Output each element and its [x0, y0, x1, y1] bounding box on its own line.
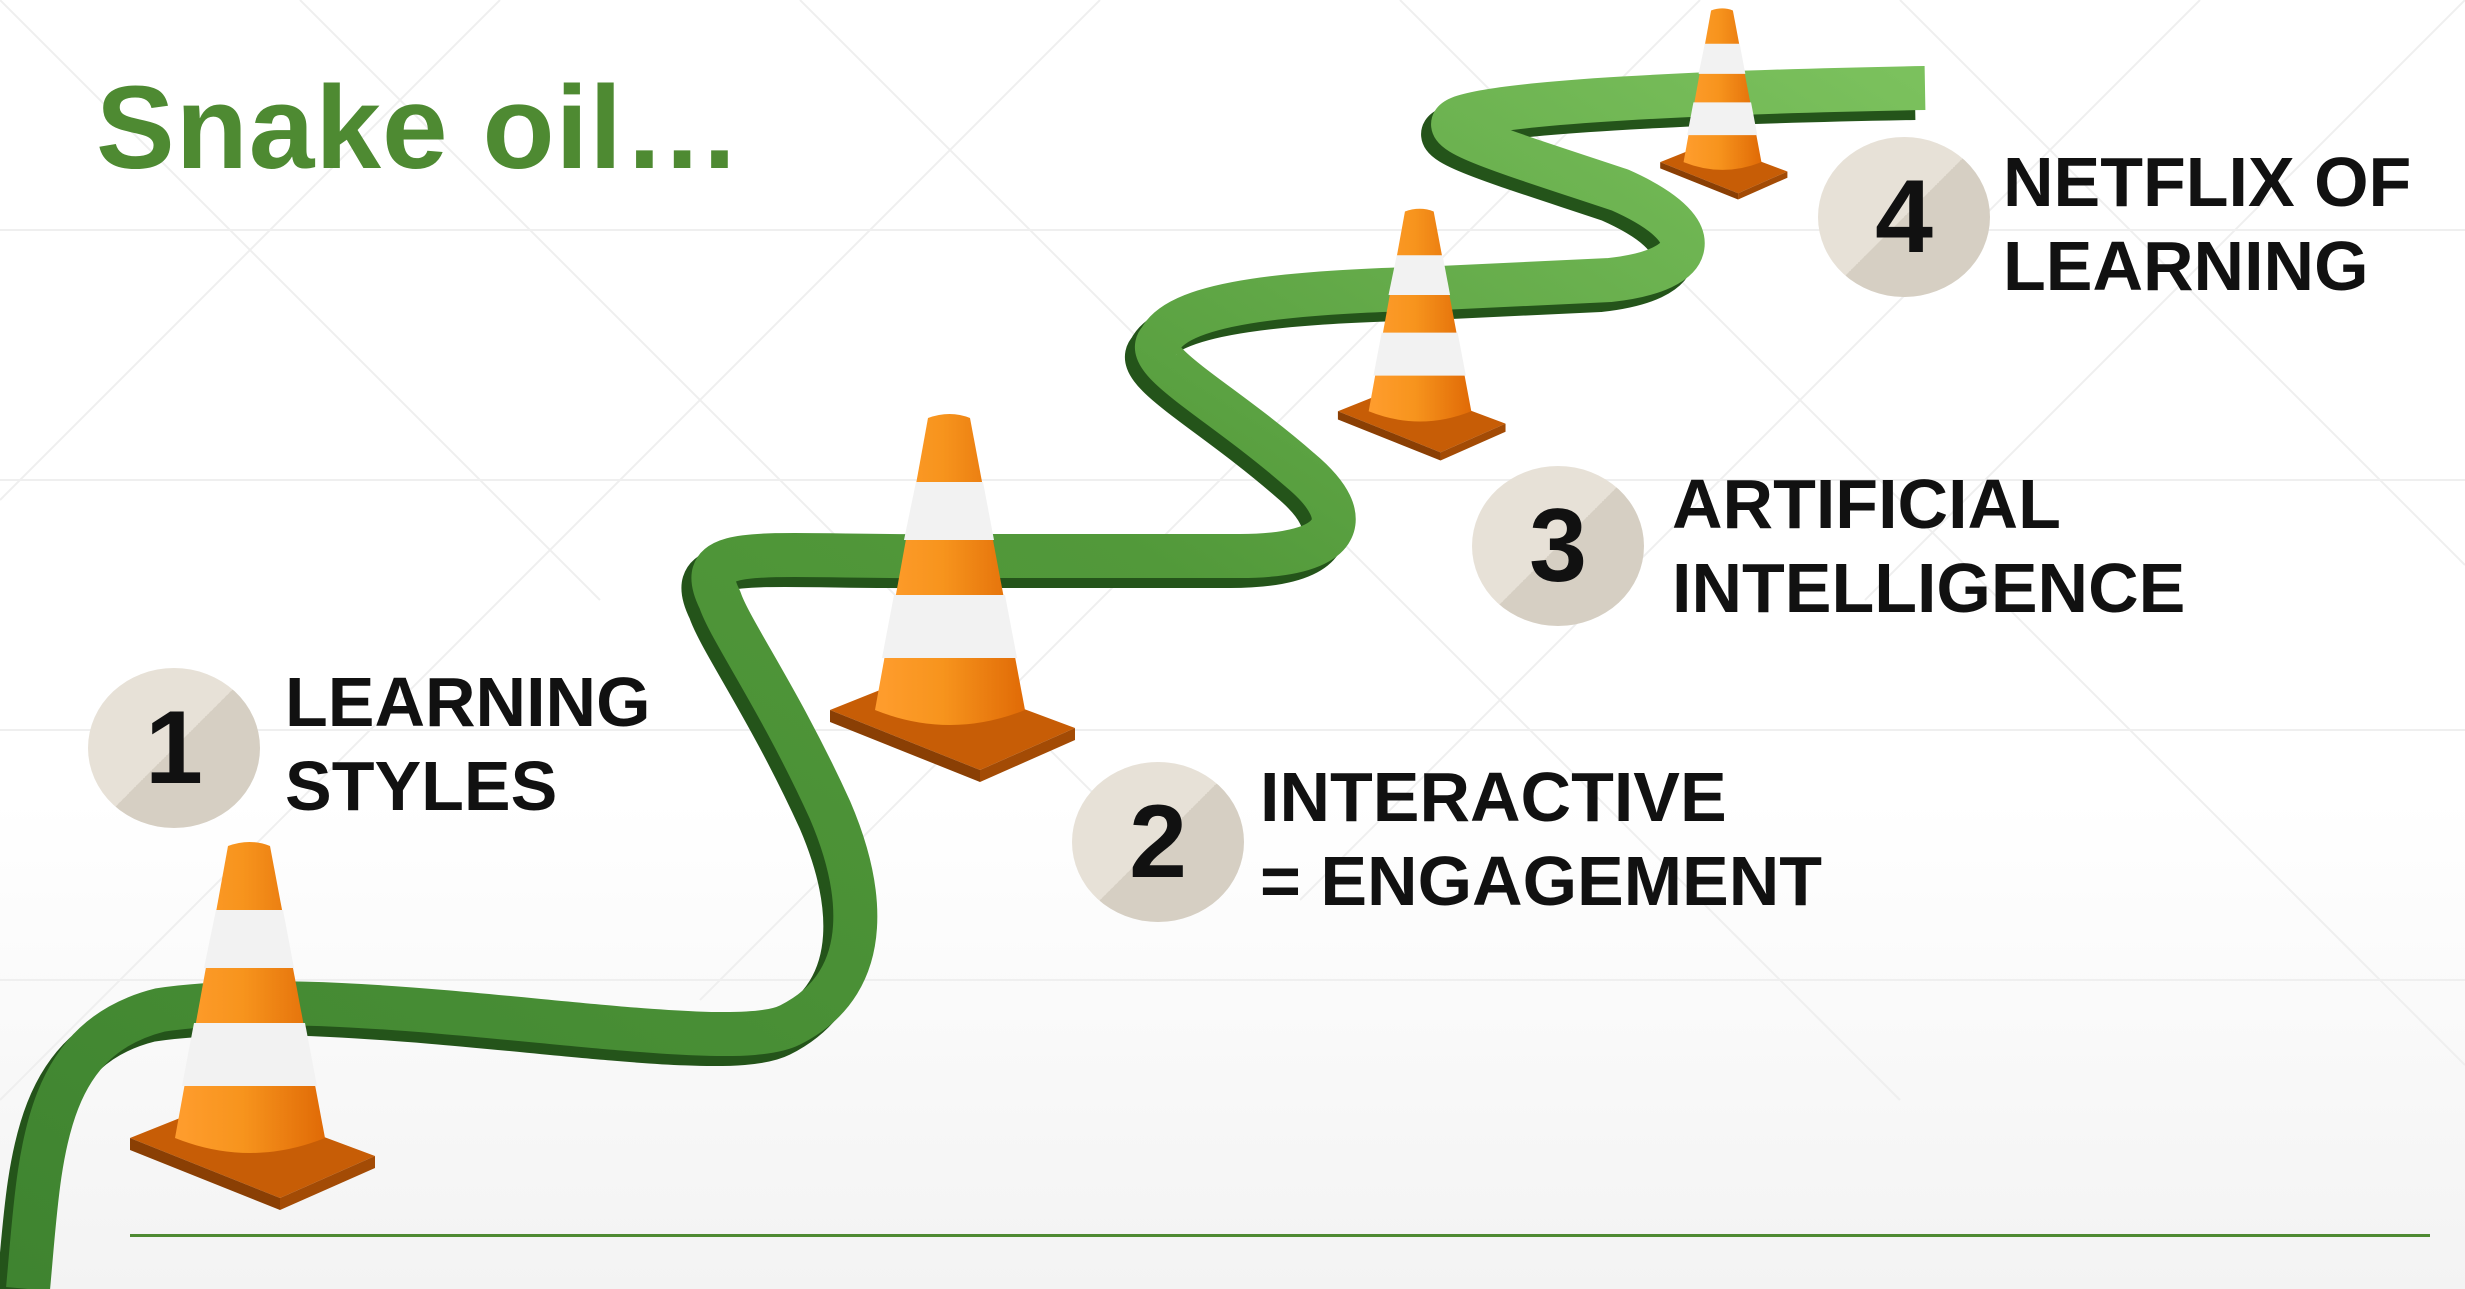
slide-title: Snake oil… — [96, 62, 743, 194]
step-number: 3 — [1529, 487, 1587, 604]
step-2-number-badge: 2 — [1072, 762, 1244, 922]
step-3-number-badge: 3 — [1472, 466, 1644, 626]
step-1-label: LEARNING STYLES — [285, 660, 651, 828]
step-number: 2 — [1129, 783, 1187, 900]
step-number: 1 — [145, 689, 203, 806]
step-label-line: NETFLIX OF — [2003, 143, 2412, 221]
step-label-line: ARTIFICIAL — [1672, 465, 2061, 543]
footer-rule — [130, 1234, 2430, 1237]
step-label-line: LEARNING — [285, 663, 651, 741]
step-label-line: = ENGAGEMENT — [1260, 842, 1823, 920]
traffic-cone-icon — [1660, 8, 1788, 200]
traffic-cone-icon — [130, 842, 375, 1210]
step-label-line: INTELLIGENCE — [1672, 549, 2186, 627]
step-number: 4 — [1875, 158, 1933, 275]
step-label-line: INTERACTIVE — [1260, 758, 1727, 836]
step-4-label: NETFLIX OF LEARNING — [2003, 140, 2411, 308]
traffic-cone-icon — [830, 414, 1075, 782]
step-4-number-badge: 4 — [1818, 137, 1990, 297]
step-label-line: STYLES — [285, 747, 558, 825]
step-1-number-badge: 1 — [88, 668, 260, 828]
step-3-label: ARTIFICIAL INTELLIGENCE — [1672, 462, 2185, 630]
road-surface — [6, 66, 1926, 1289]
step-2-label: INTERACTIVE = ENGAGEMENT — [1260, 755, 1822, 923]
traffic-cone-icon — [1337, 208, 1506, 461]
step-label-line: LEARNING — [2003, 227, 2369, 305]
